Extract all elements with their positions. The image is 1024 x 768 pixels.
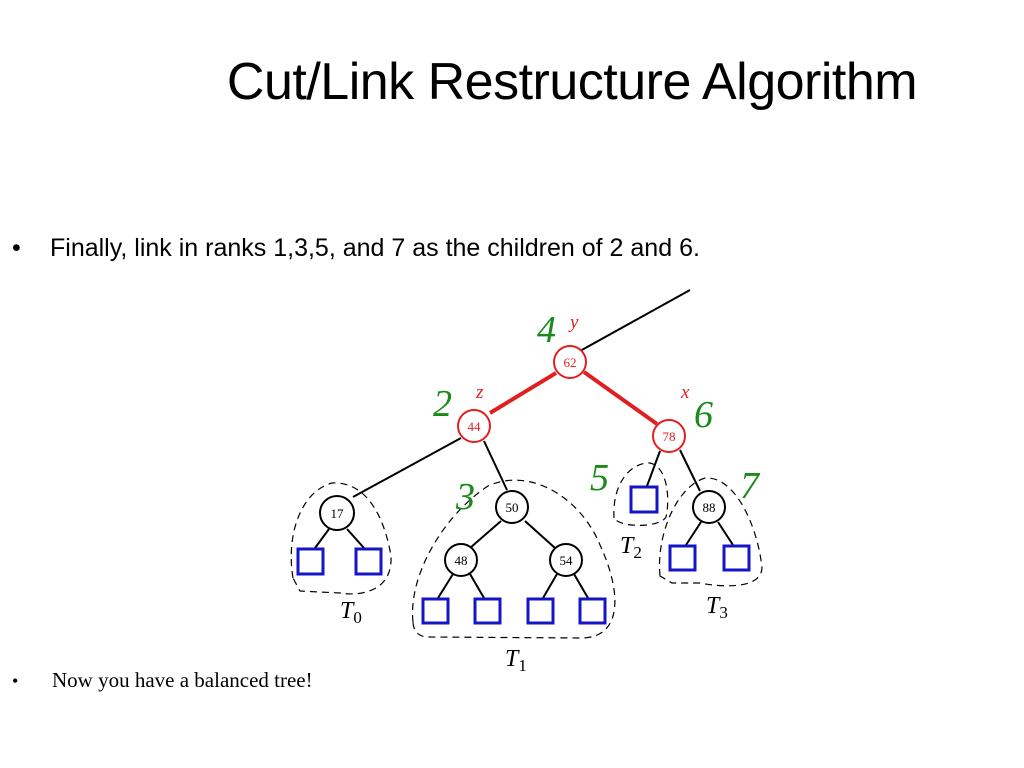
edge-62-parent [579,289,691,352]
svg-text:17: 17 [331,506,345,521]
rank-label-6: 6 [694,394,713,436]
leaf-t3-left [668,544,697,572]
edge-88-leaf-right [717,521,734,546]
edge-44-50 [483,440,508,491]
leaf-t2 [629,485,659,514]
node-54: 54 [549,543,583,577]
var-label-x: x [680,382,690,403]
leaf-t0-right [354,547,383,576]
rank-label-2: 2 [433,383,452,425]
svg-text:88: 88 [703,500,716,515]
node-17: 17 [319,495,355,531]
node-44: 44 [457,409,491,443]
rank-label-7: 7 [740,465,761,507]
edge-50-48 [469,520,502,549]
rank-label-3: 3 [455,476,475,518]
leaf-t1-4 [578,597,607,625]
edge-44-17 [352,437,462,498]
subtree-t1-boundary [411,479,616,639]
svg-text:78: 78 [663,429,676,444]
svg-text:48: 48 [455,553,468,568]
bullet-symbol: • [12,671,19,691]
svg-text:62: 62 [564,355,577,370]
edge-48-leaf-left [437,573,454,599]
svg-text:54: 54 [560,553,574,568]
edge-54-leaf-right [573,573,589,599]
subtree-label-t0: T0 [340,598,362,627]
edge-17-leaf-right [346,528,365,549]
edge-62-44-highlighted [488,371,558,415]
edge-50-54 [524,520,556,549]
rank-label-5: 5 [590,457,609,499]
leaf-t0-left [296,547,325,576]
subtree-label-t3: T3 [706,593,728,622]
leaf-t1-2 [473,597,502,625]
bullet-item-link-ranks: • Finally, link in ranks 1,3,5, and 7 as… [12,234,700,263]
edge-62-78-highlighted [582,370,659,426]
node-50: 50 [495,490,529,524]
leaf-t3-right [722,544,751,572]
edge-78-88 [679,449,701,492]
subtree-label-t2: T2 [620,533,642,562]
var-label-y: y [568,312,579,333]
var-label-z: z [475,382,484,403]
bullet-text: Finally, link in ranks 1,3,5, and 7 as t… [50,234,700,262]
node-48: 48 [444,543,478,577]
svg-text:44: 44 [468,419,482,434]
subtree-t0-boundary [290,482,392,595]
subtree-t2-boundary [613,462,669,526]
bullet-item-balanced: • Now you have a balanced tree! [12,668,313,693]
edge-48-leaf-right [469,573,485,599]
bullet-text: Now you have a balanced tree! [52,668,313,692]
edge-17-leaf-left [314,528,330,549]
edge-78-t2 [646,450,661,487]
edge-54-leaf-left [542,573,558,599]
subtree-t3-boundary [658,477,763,587]
rank-label-4: 4 [537,309,556,351]
node-88: 88 [692,490,726,524]
edge-88-leaf-left [685,521,702,546]
leaf-t1-1 [421,597,450,625]
svg-text:50: 50 [506,500,519,515]
subtree-label-t1: T1 [505,646,527,675]
leaf-t1-3 [526,597,555,625]
node-62: 62 [553,345,587,379]
node-78: 78 [652,419,686,453]
slide-title: Cut/Link Restructure Algorithm [226,53,918,111]
bullet-symbol: • [12,234,21,262]
